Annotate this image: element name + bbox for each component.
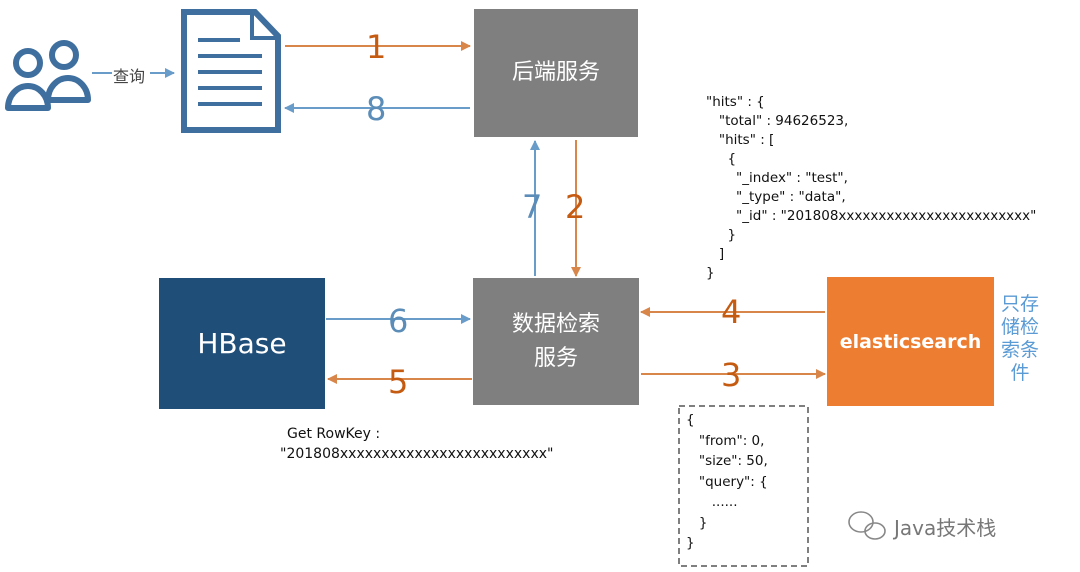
elasticsearch-label: elasticsearch	[839, 330, 982, 353]
elasticsearch-box: elasticsearch	[827, 277, 994, 406]
query-json: { "from": 0, "size": 50, "query": { ....…	[686, 412, 768, 551]
query-dashed-box	[678, 405, 809, 567]
backend-service-box: 后端服务	[474, 9, 638, 137]
document-icon	[181, 9, 281, 133]
step-3-label: 3	[721, 356, 742, 394]
hbase-box: HBase	[159, 278, 325, 409]
users-icon	[5, 40, 91, 111]
hbase-label: HBase	[197, 327, 287, 360]
watermark-text: Java技术栈	[894, 516, 997, 540]
data-search-service-label: 数据检索 服务	[511, 311, 600, 371]
step-6-label: 6	[388, 302, 409, 340]
step-8-label: 8	[366, 90, 387, 128]
step-7-label: 7	[522, 188, 543, 226]
get-rowkey-value: "201808xxxxxxxxxxxxxxxxxxxxxxxxx"	[280, 446, 554, 462]
step-2-label: 2	[565, 188, 586, 226]
step-1-label: 1	[366, 28, 387, 66]
backend-service-label: 后端服务	[511, 60, 600, 85]
get-rowkey-label: Get RowKey :	[287, 426, 381, 442]
es-note: 只存 储检 索条 件	[1000, 293, 1039, 384]
wechat-icon	[848, 511, 886, 540]
data-search-service-box: 数据检索 服务	[473, 278, 639, 405]
step-4-label: 4	[721, 293, 742, 331]
query-label: 查询	[113, 67, 146, 86]
step-5-label: 5	[388, 363, 409, 401]
hits-json: "hits" : { "total" : 94626523, "hits" : …	[706, 94, 1037, 281]
